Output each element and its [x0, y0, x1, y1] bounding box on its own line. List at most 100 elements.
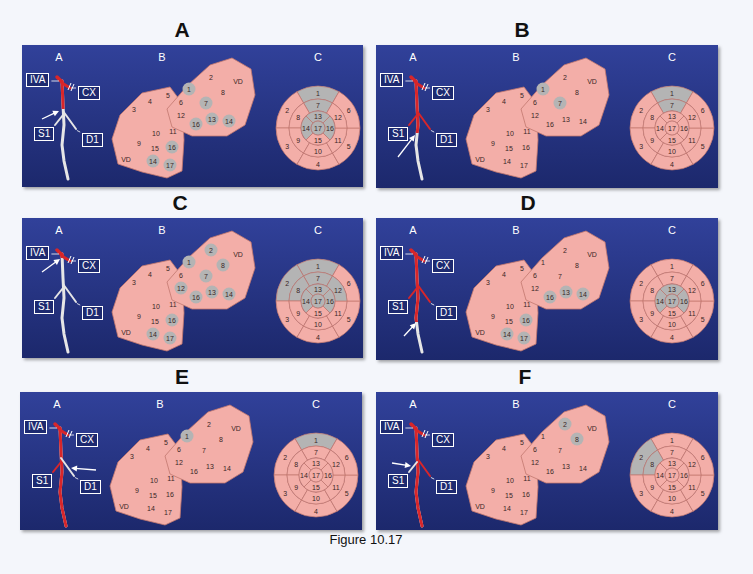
view-letter: C — [314, 225, 322, 236]
bullseye-number: 5 — [701, 315, 705, 322]
bullseye-number: 12 — [334, 113, 342, 120]
panel-letter: B — [514, 18, 529, 42]
bullseye-number: 4 — [316, 333, 320, 340]
leader-line — [431, 303, 434, 305]
segment-number: 3 — [130, 453, 134, 460]
bullseye-number: 11 — [688, 136, 695, 143]
apical-slab — [112, 87, 184, 178]
segment-number: 10 — [506, 303, 514, 310]
arrow-head — [409, 135, 415, 142]
bullseye-number: 16 — [326, 298, 334, 305]
bullseye-number: 8 — [650, 460, 654, 467]
segment-number: 1 — [187, 259, 191, 266]
bullseye-number: 11 — [688, 309, 695, 316]
bullseye-number: 6 — [701, 454, 705, 461]
bullseye-number: 11 — [332, 483, 339, 490]
bullseye-number: 12 — [688, 113, 696, 120]
bullseye-number: 9 — [650, 483, 654, 490]
septal-branch — [55, 288, 63, 298]
septal-branch — [409, 462, 417, 472]
segment-number: 7 — [558, 100, 562, 107]
segment-number: 11 — [523, 128, 530, 135]
basal-slab — [521, 231, 609, 309]
bullseye-number: 10 — [668, 321, 676, 328]
view-letter: C — [668, 225, 676, 236]
segment-number: 13 — [562, 289, 570, 296]
segment-number: 15 — [151, 145, 159, 152]
artery-label-box: S1 — [388, 300, 408, 314]
segment-number: 15 — [505, 318, 513, 325]
segment-number: 2 — [563, 247, 567, 254]
segment-number: 11 — [167, 475, 174, 482]
bullseye-number: 14 — [656, 125, 664, 132]
cut-mark — [66, 430, 69, 437]
segment-number: 12 — [177, 285, 185, 292]
artery-name: S1 — [38, 128, 50, 139]
segment-number: 6 — [533, 99, 537, 106]
bullseye-number: 1 — [670, 89, 674, 96]
infarct-patch — [554, 97, 567, 110]
artery-label-box: CX — [78, 86, 100, 100]
segment-number: 13 — [206, 463, 214, 470]
segment-number: VD — [231, 425, 241, 432]
infarct-patch — [206, 286, 219, 299]
bullseye-number: 17 — [314, 125, 322, 132]
leader-line — [75, 477, 78, 479]
bullseye-number: 17 — [314, 298, 322, 305]
heart-panel: FIVACXS1D1ABC28VD17612131416345101191516… — [376, 392, 718, 530]
bullseye-number: 13 — [668, 460, 676, 467]
heart-panel: CIVACXS1D1ABC28VD17612131416345101191516… — [22, 218, 363, 358]
bullseye-number: 1 — [670, 436, 674, 443]
artery-name: S1 — [392, 128, 404, 139]
diagonal-branch — [417, 111, 430, 129]
arrow-head — [71, 465, 77, 471]
segment-number: 14 — [225, 291, 233, 298]
basal-slab — [521, 405, 609, 483]
segment-number: 7 — [204, 100, 208, 107]
cut-mark — [425, 257, 428, 264]
cut-mark — [422, 83, 425, 90]
view-letter: B — [512, 225, 519, 236]
bullseye-number: 14 — [302, 298, 310, 305]
septal-branch — [53, 462, 61, 472]
bullseye-number: 6 — [701, 280, 705, 287]
segment-number: VD — [119, 503, 129, 510]
cut-mark — [71, 84, 74, 91]
segment-number: 8 — [219, 436, 223, 443]
diagonal-branch — [63, 284, 76, 302]
view-letter: C — [312, 399, 320, 410]
segment-number: 9 — [137, 140, 141, 147]
bullseye-number: 2 — [283, 454, 287, 461]
leader-line — [71, 88, 76, 89]
segment-number: 1 — [185, 433, 189, 440]
bullseye-number: 6 — [347, 107, 351, 114]
infarct-patch — [205, 244, 218, 257]
diagonal-branch — [417, 458, 430, 476]
bullseye-number: 12 — [334, 286, 342, 293]
diagonal-branch — [61, 458, 74, 476]
artery-name: S1 — [392, 301, 404, 312]
basal-slab — [167, 231, 255, 309]
bullseye-number: 2 — [639, 280, 643, 287]
segment-number: 3 — [486, 279, 490, 286]
bullseye-number: 5 — [347, 315, 351, 322]
bullseye-number: 3 — [639, 315, 643, 322]
heart-panel: EIVACXS1D1ABC28VD17612131416345101191516… — [20, 392, 362, 530]
bullseye-number: 7 — [316, 275, 320, 282]
view-letter: A — [55, 52, 62, 63]
artery-label-box: CX — [432, 433, 454, 447]
bullseye-number: 12 — [332, 460, 340, 467]
artery-name: IVA — [30, 74, 45, 85]
segment-number: 8 — [221, 262, 225, 269]
heart-panel: AIVACXS1D1ABC28VD17612131416345101191516… — [22, 45, 363, 187]
segment-number: 6 — [533, 272, 537, 279]
bullseye-number: 4 — [670, 333, 674, 340]
bullseye-number: 9 — [650, 136, 654, 143]
infarct-patch — [223, 115, 236, 128]
view-letter: A — [409, 52, 416, 63]
bullseye-number: 3 — [639, 142, 643, 149]
segment-number: 7 — [558, 273, 562, 280]
bullseye-number: 13 — [314, 286, 322, 293]
leader-line — [69, 435, 74, 436]
segment-number: 6 — [177, 446, 181, 453]
